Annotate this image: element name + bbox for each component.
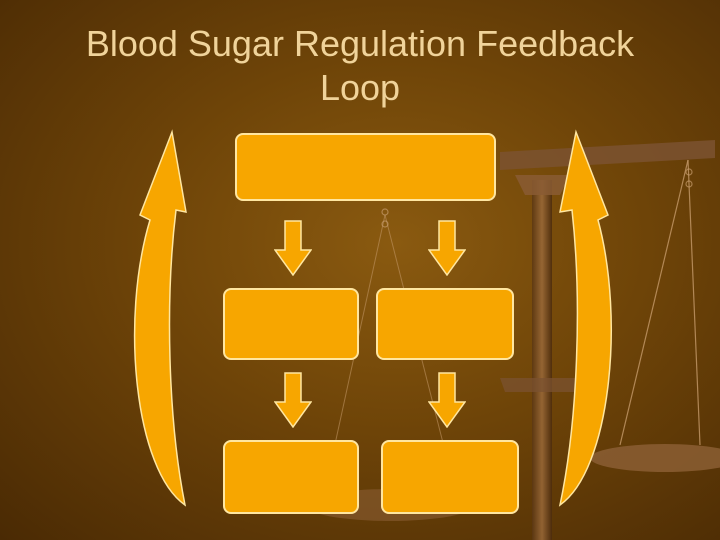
scale-pan-right [590,444,720,472]
box-top [235,133,496,201]
scale-beam [500,140,715,170]
slide-title-line-1: Blood Sugar Regulation Feedback [85,23,635,64]
box-middle-left [223,288,359,360]
down-arrow-3 [274,372,312,428]
right-curved-arrow [558,129,613,507]
down-arrow-1 [274,220,312,276]
slide-title: Blood Sugar Regulation Feedback Loop [0,22,720,110]
down-arrow-4 [428,372,466,428]
box-bottom-left [223,440,359,514]
slide-title-line-2: Loop [319,67,401,108]
box-middle-right [376,288,514,360]
scale-pillar [532,180,552,540]
down-arrow-2 [428,220,466,276]
box-bottom-right [381,440,519,514]
left-curved-arrow [133,129,187,507]
